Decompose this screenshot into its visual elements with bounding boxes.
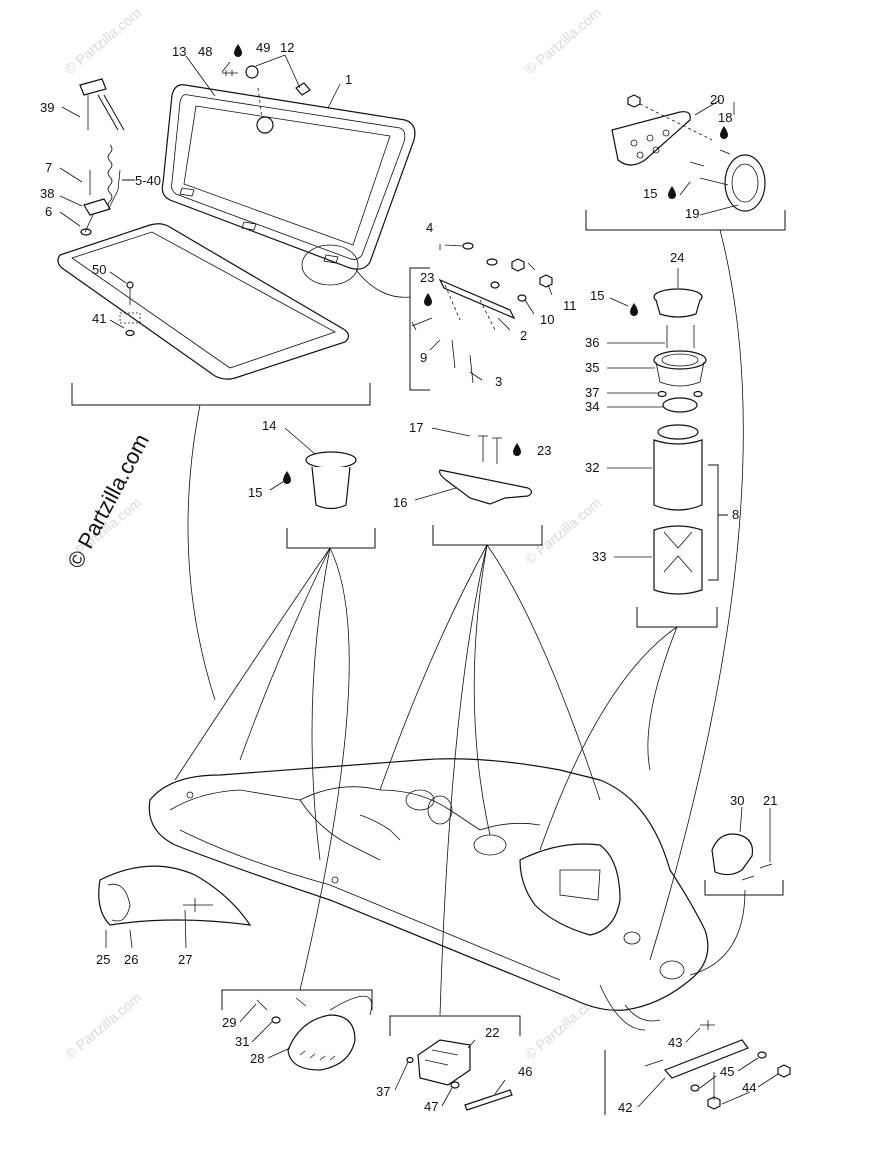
callout-48: 48 — [198, 44, 212, 59]
callout-23b: 23 — [537, 443, 551, 458]
callout-24: 24 — [670, 250, 684, 265]
watermark-top-right: © Partzilla.com — [522, 4, 605, 77]
callout-18: 18 — [718, 110, 732, 125]
boat-hull — [98, 758, 709, 1031]
callout-46: 46 — [518, 1064, 532, 1079]
callout-4: 4 — [426, 220, 433, 235]
callout-35: 35 — [585, 360, 599, 375]
callout-15b: 15 — [590, 288, 604, 303]
callout-25: 25 — [96, 952, 110, 967]
callout-5-40: 5-40 — [135, 173, 161, 188]
callout-1: 1 — [345, 72, 352, 87]
callout-31: 31 — [235, 1034, 249, 1049]
callout-9: 9 — [420, 350, 427, 365]
callout-2: 2 — [520, 328, 527, 343]
watermark-top-left: © Partzilla.com — [62, 4, 145, 77]
callout-19: 19 — [685, 206, 699, 221]
callout-7: 7 — [45, 160, 52, 175]
clamp-group — [704, 806, 784, 896]
callout-15c: 15 — [248, 485, 262, 500]
callout-39: 39 — [40, 100, 54, 115]
callout-41: 41 — [92, 311, 106, 326]
callout-44: 44 — [742, 1080, 756, 1095]
callout-45: 45 — [720, 1064, 734, 1079]
callout-30: 30 — [730, 793, 744, 808]
oil-drop-icon — [424, 293, 432, 306]
watermark-bot-left: © Partzilla.com — [62, 989, 145, 1062]
oil-drop-icon — [283, 471, 291, 484]
callout-11: 11 — [563, 298, 577, 313]
callout-38: 38 — [40, 186, 54, 201]
callout-20: 20 — [710, 92, 724, 107]
callout-23a: 23 — [420, 270, 434, 285]
cleat-group — [414, 427, 543, 546]
storage-door-assembly — [57, 54, 416, 406]
callout-22: 22 — [485, 1025, 499, 1040]
callout-6: 6 — [45, 204, 52, 219]
callout-13: 13 — [172, 44, 186, 59]
callout-3: 3 — [495, 374, 502, 389]
fuel-filler-group — [607, 268, 728, 628]
callout-43: 43 — [668, 1035, 682, 1050]
callout-16: 16 — [393, 495, 407, 510]
callout-33: 33 — [592, 549, 606, 564]
plate-group — [604, 1020, 791, 1115]
callout-8: 8 — [732, 507, 739, 522]
cup-holder-group — [269, 427, 376, 549]
callout-21: 21 — [763, 793, 777, 808]
callout-26: 26 — [124, 952, 138, 967]
callout-32: 32 — [585, 460, 599, 475]
callout-10: 10 — [540, 312, 554, 327]
callout-29: 29 — [222, 1015, 236, 1030]
oil-drop-icon — [234, 44, 242, 57]
sealant-icons — [234, 44, 728, 484]
leader-lines — [239, 1003, 779, 1108]
callout-lines — [174, 229, 746, 1016]
callout-42: 42 — [618, 1100, 632, 1115]
callout-49: 49 — [256, 40, 270, 55]
callout-14: 14 — [262, 418, 276, 433]
grab-handle-group — [389, 1015, 521, 1111]
callout-12: 12 — [280, 40, 294, 55]
hinge-bracket-group — [409, 242, 553, 391]
light-group — [221, 989, 373, 1071]
oil-drop-icon — [668, 186, 676, 199]
oil-drop-icon — [630, 303, 638, 316]
callout-37b: 37 — [376, 1084, 390, 1099]
callout-47: 47 — [424, 1099, 438, 1114]
callout-27: 27 — [178, 952, 192, 967]
oil-drop-icon — [513, 443, 521, 456]
tilt-knob-group — [585, 94, 786, 231]
callout-17: 17 — [409, 420, 423, 435]
callout-34: 34 — [585, 399, 599, 414]
callout-15a: 15 — [643, 186, 657, 201]
callout-28: 28 — [250, 1051, 264, 1066]
part-callouts: 13 48 49 12 1 39 7 5-40 38 6 50 41 4 23 … — [40, 40, 777, 1115]
callout-37a: 37 — [585, 385, 599, 400]
callout-50: 50 — [92, 262, 106, 277]
oil-drop-icon — [720, 126, 728, 139]
partzilla-copyright: © Partzilla.com — [62, 430, 154, 573]
callout-36: 36 — [585, 335, 599, 350]
